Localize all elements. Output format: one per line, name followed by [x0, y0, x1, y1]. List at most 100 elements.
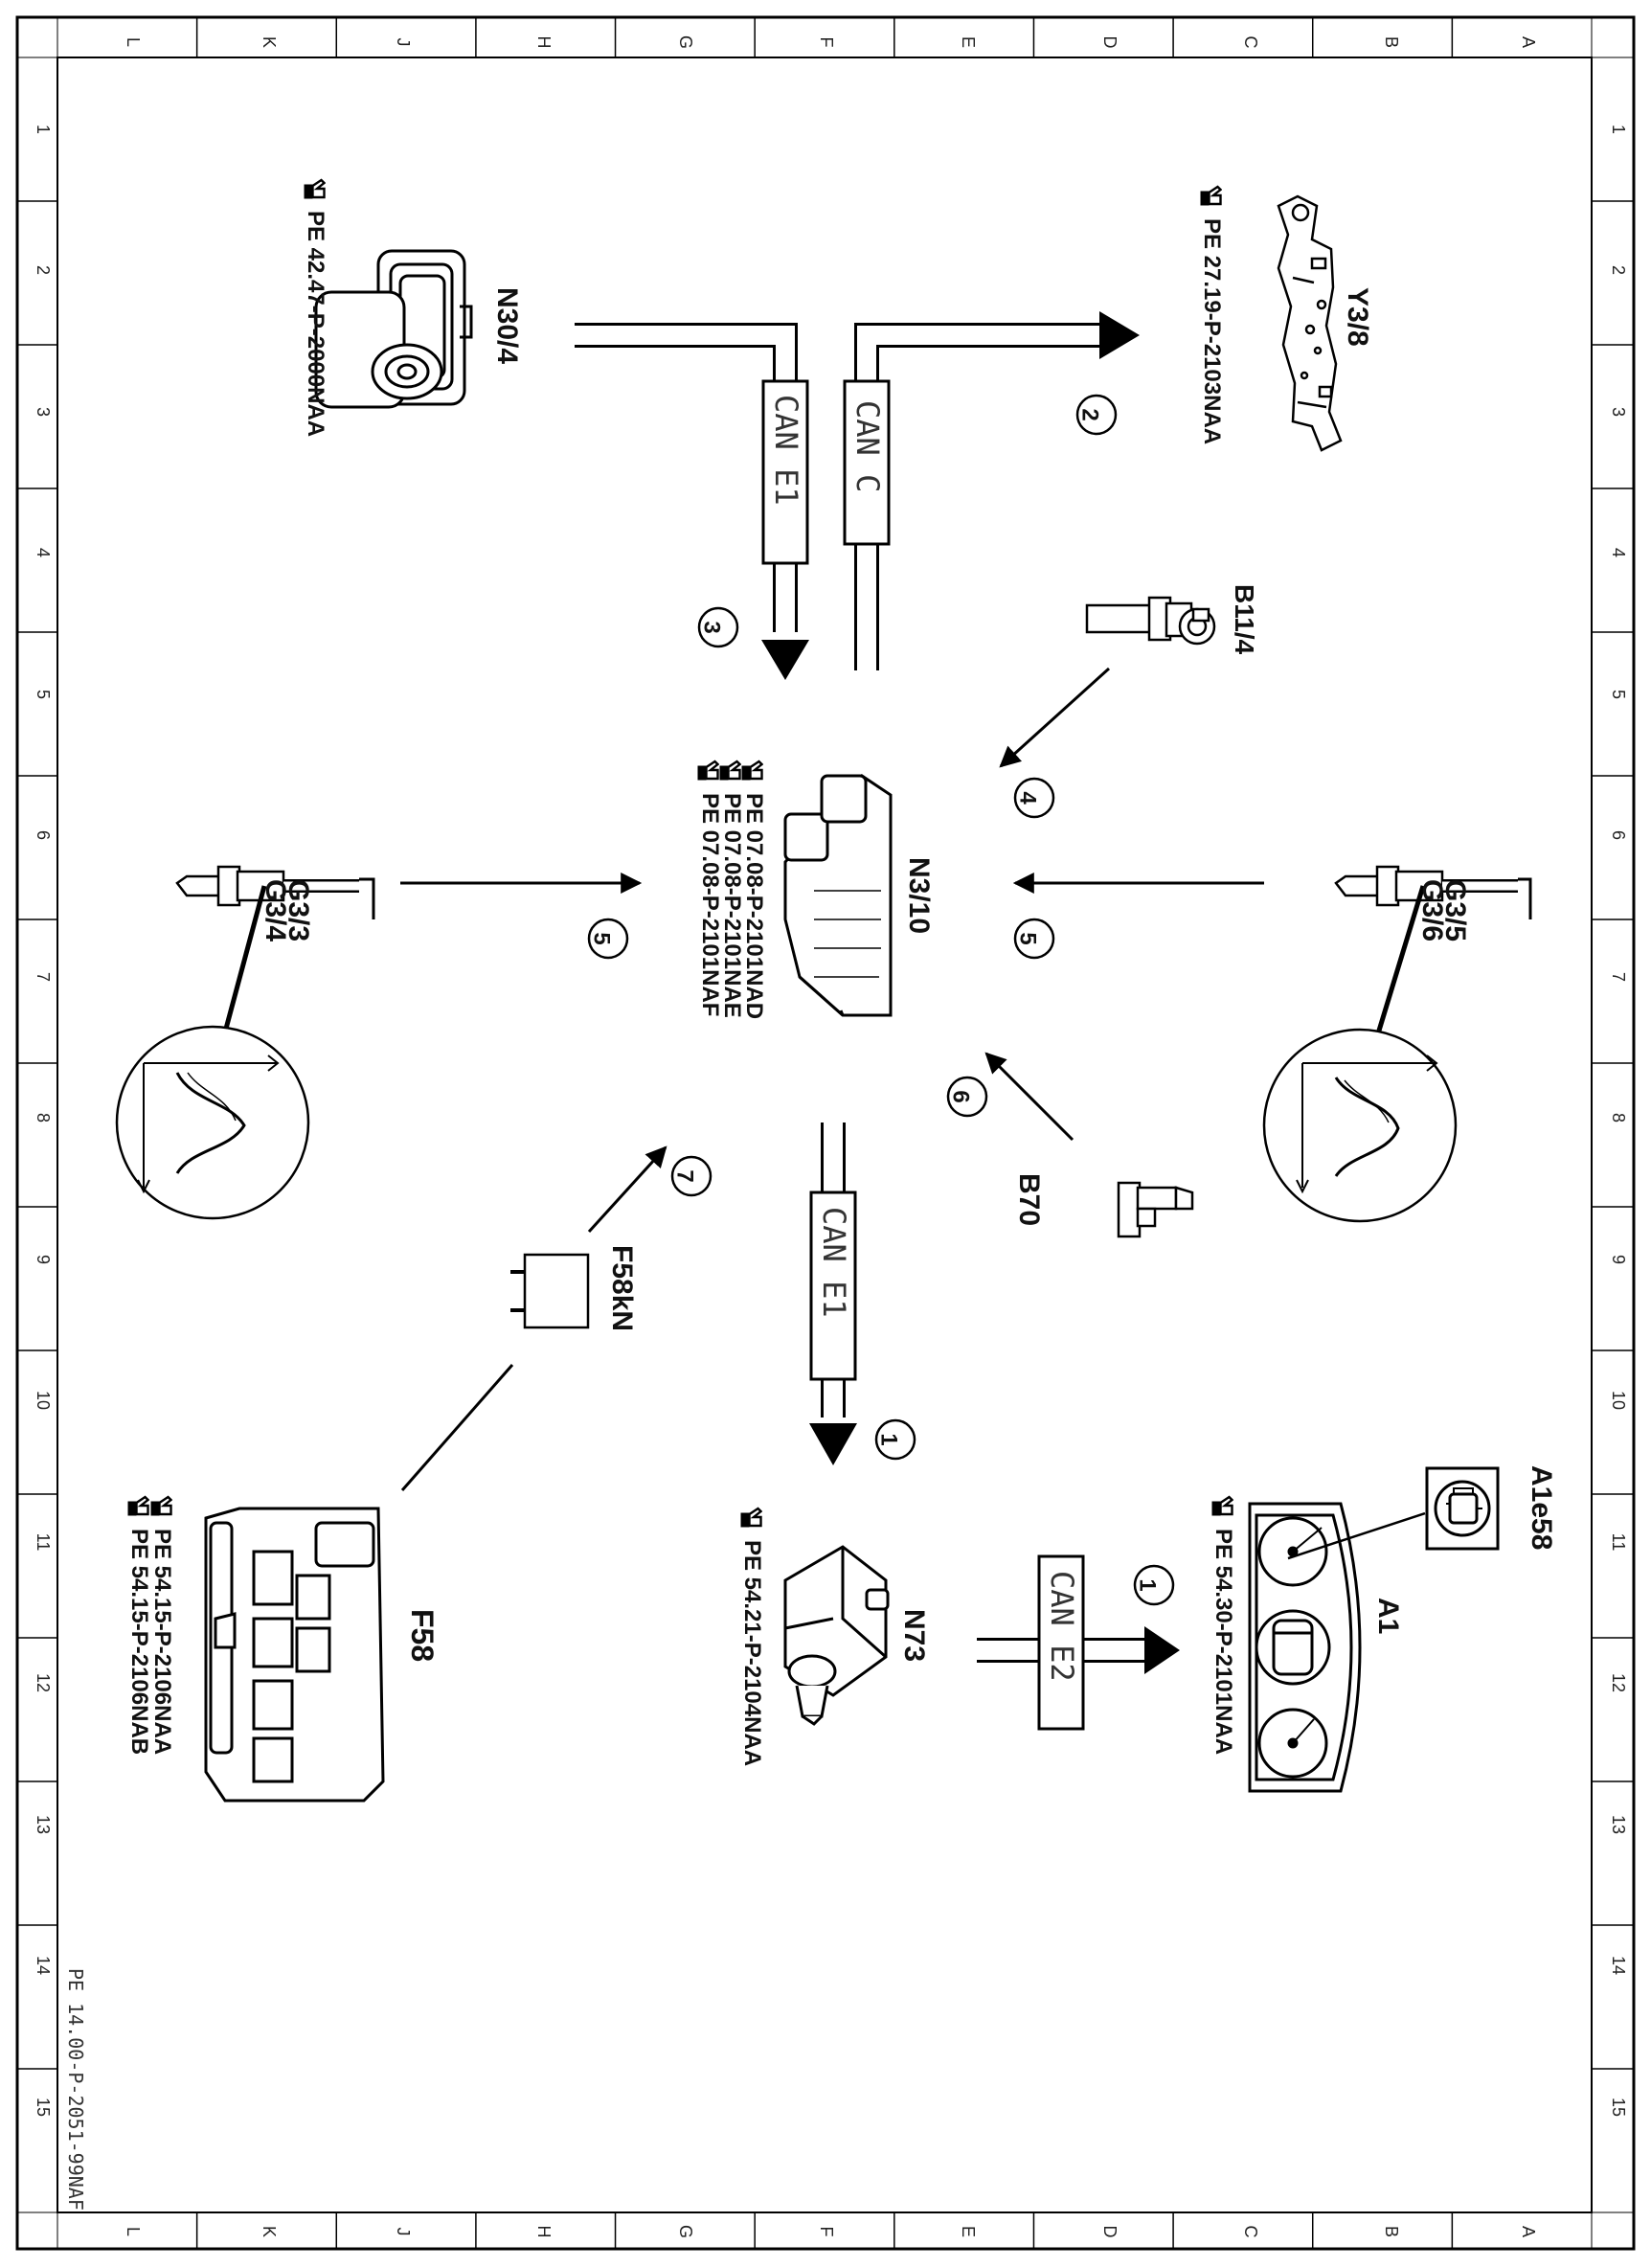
svg-text:3: 3: [699, 621, 725, 633]
grid-col-label: B: [1382, 36, 1401, 48]
f58-illustration: [204, 1507, 385, 1803]
g3-left-component[interactable]: G3/3 G3/4: [115, 865, 375, 1220]
grid-col-label: C: [1241, 36, 1260, 49]
a1-ref: PE 54.30-P-2101NAA: [1210, 1529, 1236, 1755]
grid-row-label: 8: [1609, 1113, 1628, 1123]
g3-3-label: G3/3: [283, 879, 314, 941]
document-id: PE 14.00-P-2051-99NAF: [64, 1968, 87, 2211]
grid-row-label: 9: [34, 1255, 53, 1264]
n30-4-component[interactable]: N30/4 PE 42.47-P-2000NAA: [303, 178, 523, 437]
can-e2-label: CAN E2: [1044, 1571, 1080, 1682]
grid-col-label: E: [959, 2226, 978, 2237]
grid-col-label: B: [1382, 2226, 1401, 2237]
reference-hand-icon: [126, 1495, 149, 1517]
reference-hand-icon: [1199, 185, 1222, 207]
f58kn-label: F58kN: [606, 1245, 638, 1331]
grid-row-label: 7: [1609, 972, 1628, 982]
grid-col-label: D: [1100, 36, 1120, 49]
grid-row-label: 7: [34, 972, 53, 982]
row-labels-right: 1 2 3 4 5 6 7 8 9 10 11 12 13 14 15: [1609, 125, 1628, 2117]
grid-row-label: 12: [1609, 1673, 1628, 1692]
grid-row-label: 5: [34, 690, 53, 699]
signal-arrow-6: [984, 1052, 1074, 1142]
f58-label: F58: [405, 1609, 440, 1662]
signal-3: 3: [697, 606, 739, 648]
grid-col-label: F: [817, 37, 836, 48]
grid-col-label: C: [1241, 2226, 1260, 2238]
signal-5-right: 5: [1013, 918, 1055, 960]
b70-label: B70: [1013, 1173, 1045, 1226]
y3-8-label: Y3/8: [1342, 287, 1373, 347]
n73-component[interactable]: N73 PE 54.21-P-2104NAA: [739, 1507, 930, 1766]
n3-10-component[interactable]: N3/10 PE 07.08-P-2101NAD PE 07.08-P-2101…: [696, 760, 935, 1019]
a1e58-component[interactable]: A1e58: [1425, 1465, 1557, 1551]
grid-row-label: 5: [1609, 690, 1628, 699]
grid-row-label: 11: [34, 1533, 53, 1552]
b11-4-component[interactable]: B11/4: [1085, 584, 1259, 655]
g3-right-illustration: [1262, 865, 1532, 1223]
svg-text:5: 5: [1015, 932, 1041, 944]
signal-1-e2: 1: [1133, 1564, 1175, 1606]
a1-component[interactable]: A1 PE 54.30-P-2101NAA: [1210, 1495, 1426, 1793]
grid-col-label: H: [534, 36, 554, 49]
reference-hand-icon: [740, 760, 763, 782]
svg-text:7: 7: [672, 1169, 698, 1182]
column-labels-bottom: L K J H G F E D C B A: [124, 2225, 1538, 2238]
grid-row-label: 14: [34, 1956, 53, 1975]
f58-ref-1: PE 54.15-P-2106NAA: [149, 1529, 175, 1755]
grid-row-label: 15: [34, 2098, 53, 2117]
grid-row-label: 15: [1609, 2098, 1628, 2117]
grid-row-label: 6: [1609, 830, 1628, 840]
svg-text:1: 1: [876, 1433, 902, 1445]
a1e58-illustration: [1425, 1466, 1500, 1551]
drawing-frame: [15, 15, 1636, 2251]
bus-arrow-head: [1099, 311, 1140, 359]
grid-row-label: 11: [1609, 1533, 1628, 1552]
y3-8-component[interactable]: Y3/8 PE 27.19-P-2103NAA: [1199, 185, 1373, 452]
can-c-bus[interactable]: CAN C: [843, 311, 1140, 670]
grid-row-label: 6: [34, 830, 53, 840]
n3-10-ref-2: PE 07.08-P-2101NAE: [719, 793, 745, 1018]
grid-col-label: A: [1519, 36, 1538, 48]
grid-row-label: 10: [34, 1391, 53, 1410]
reference-hand-icon: [303, 178, 326, 200]
a1-illustration: [1248, 1502, 1426, 1793]
column-labels-top: L K J H G F E D C B A: [124, 35, 1538, 49]
bus-arrow-head: [1144, 1626, 1180, 1674]
can-c-label: CAN C: [849, 400, 886, 492]
bus-arrow-head: [809, 1423, 857, 1465]
reference-hand-icon: [1210, 1495, 1233, 1517]
reference-hand-icon: [696, 760, 719, 782]
grid-row-label: 4: [1609, 548, 1628, 557]
reference-hand-icon: [739, 1507, 762, 1529]
n73-illustration: [783, 1545, 890, 1726]
grid-col-label: L: [124, 37, 143, 47]
signal-6: 6: [946, 1076, 988, 1118]
can-e1-top-bus[interactable]: CAN E1: [575, 323, 809, 680]
reference-hand-icon: [149, 1495, 172, 1517]
grid-row-label: 13: [1609, 1815, 1628, 1834]
b70-component[interactable]: B70: [1013, 1173, 1194, 1238]
can-e1-mid-bus[interactable]: CAN E1: [809, 1123, 857, 1465]
grid-row-label: 3: [34, 407, 53, 417]
f58-ref-2: PE 54.15-P-2106NAB: [126, 1529, 152, 1755]
g3-right-component[interactable]: G3/5 G3/6: [1262, 865, 1532, 1223]
grid-row-label: 2: [1609, 265, 1628, 275]
grid-col-label: D: [1100, 2226, 1120, 2238]
f58kn-component[interactable]: F58kN: [510, 1245, 638, 1331]
grid-row-label: 12: [34, 1673, 53, 1692]
grid-row-label: 8: [34, 1113, 53, 1123]
row-labels-left: 1 2 3 4 5 6 7 8 9 10 11 12 13 14 15: [34, 125, 53, 2117]
n3-10-ref-3: PE 07.08-P-2101NAF: [697, 793, 723, 1016]
f58-component[interactable]: F58 PE 54.15-P-2106NAA PE 54.15-P-2106NA…: [126, 1495, 440, 1803]
n30-4-ref: PE 42.47-P-2000NAA: [303, 211, 328, 437]
g3-4-label: G3/4: [260, 879, 291, 941]
reference-hand-icon: [718, 760, 741, 782]
grid-col-label: G: [676, 2225, 695, 2238]
can-e1-mid-label: CAN E1: [816, 1207, 852, 1318]
can-e2-bus[interactable]: CAN E2: [977, 1554, 1180, 1731]
a1-label: A1: [1372, 1598, 1404, 1634]
signal-2: 2: [1075, 394, 1118, 436]
y3-8-ref: PE 27.19-P-2103NAA: [1199, 218, 1225, 444]
